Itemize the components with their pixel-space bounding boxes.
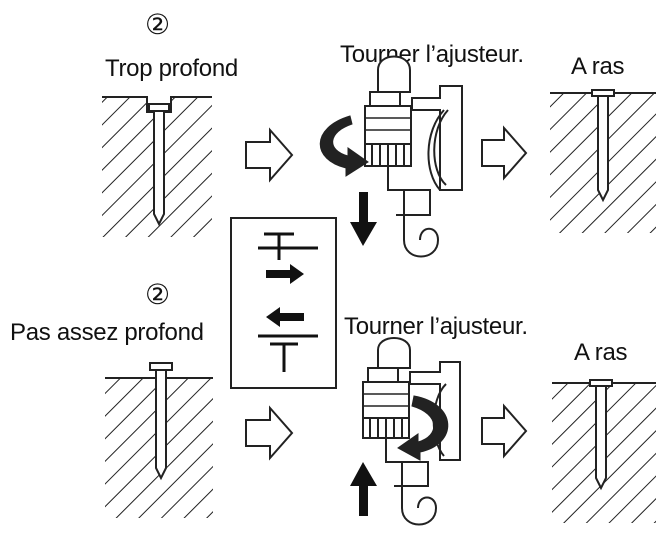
hollow-arrow-right-icon bbox=[481, 125, 528, 181]
rotate-arrow-icon bbox=[397, 395, 449, 461]
step-marker-top: ② bbox=[145, 9, 170, 40]
state-label-too-deep: Trop profond bbox=[105, 55, 238, 82]
depth-adjuster-top bbox=[364, 55, 463, 258]
nail-too-deep bbox=[148, 103, 170, 227]
depth-adjuster-bottom bbox=[362, 337, 461, 526]
nail-flush-top bbox=[591, 89, 615, 203]
rotate-arrow-icon bbox=[319, 115, 369, 177]
nail-not-deep-enough bbox=[149, 362, 173, 481]
hollow-arrow-right-icon bbox=[481, 403, 528, 459]
hollow-arrow-right-icon bbox=[245, 127, 294, 183]
state-label-not-deep-enough: Pas assez profond bbox=[10, 319, 204, 346]
hollow-arrow-right-icon bbox=[245, 405, 294, 461]
result-label-flush-top: A ras bbox=[571, 53, 625, 80]
action-label-bottom: Tourner l’ajusteur. bbox=[344, 313, 528, 340]
step-marker-bottom: ② bbox=[145, 279, 170, 310]
adjustment-legend-box bbox=[230, 217, 337, 389]
nail-flush-bottom bbox=[589, 379, 613, 491]
result-label-flush-bottom: A ras bbox=[574, 339, 628, 366]
arrow-up-icon bbox=[350, 462, 377, 516]
action-label-top: Tourner l’ajusteur. bbox=[340, 41, 524, 68]
arrow-down-icon bbox=[350, 192, 377, 246]
